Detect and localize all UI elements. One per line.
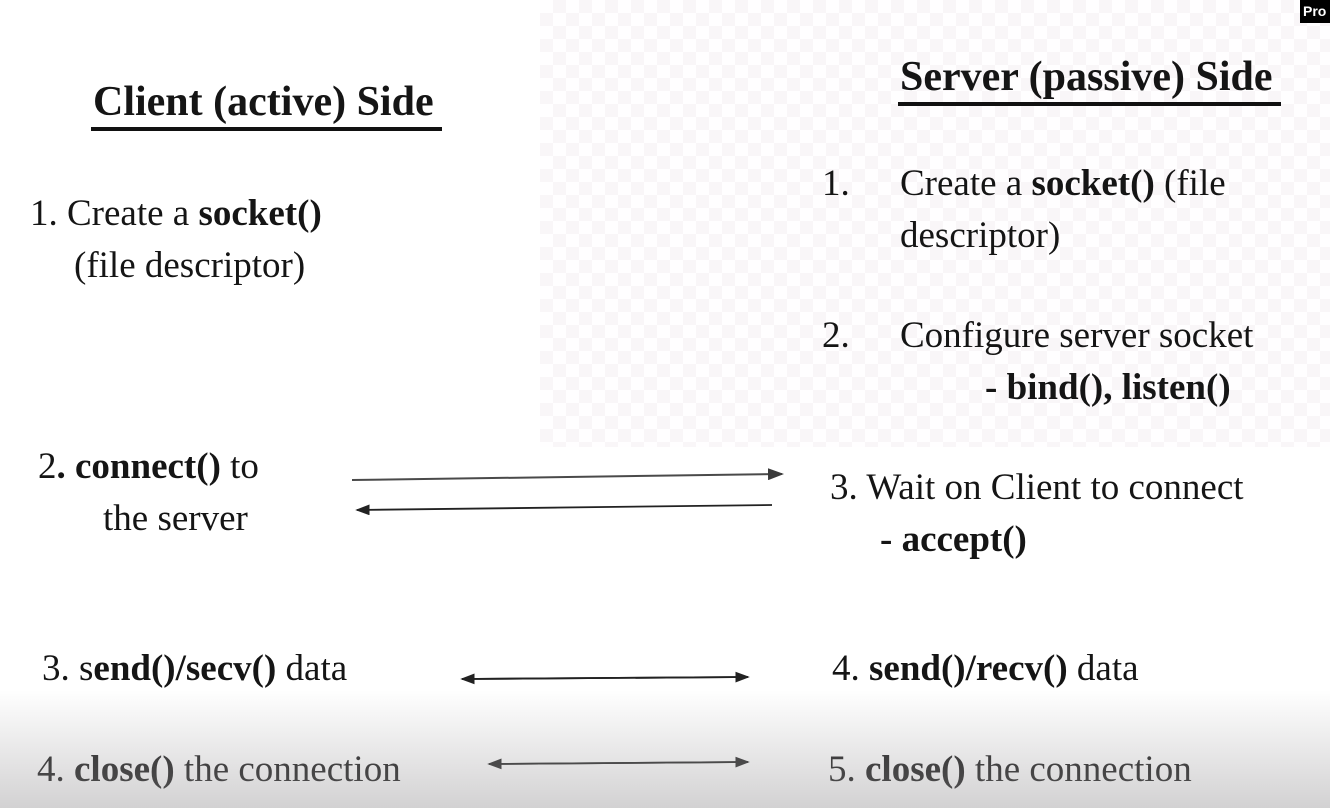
text-run: data — [276, 648, 348, 689]
server-step-2: 2. Configure server socket - bind(), lis… — [822, 310, 1253, 414]
step-line: 4. send()/recv() data — [832, 643, 1139, 695]
text-run: 3. s — [42, 648, 94, 689]
step-line: descriptor) — [900, 215, 1061, 256]
text-run: 4. — [37, 749, 74, 790]
step-line: 3. Wait on Client to connect — [830, 467, 1244, 508]
text-run-bold: end()/secv() — [93, 648, 277, 689]
watermark-badge: Pro — [1300, 0, 1330, 23]
text-run: 2 — [38, 446, 57, 487]
server-step-4: 4. send()/recv() data — [832, 643, 1139, 695]
step-line-bold: - accept() — [880, 519, 1027, 560]
step-text: Create a socket() (file descriptor) — [900, 158, 1226, 262]
step-line: 2. connect() to — [38, 441, 259, 493]
client-heading: Client (active) Side — [91, 78, 442, 131]
step-line: Configure server socket — [900, 315, 1254, 356]
step-line: 4. close() the connection — [37, 744, 401, 796]
text-run-bold: . connect() — [56, 446, 221, 487]
step-line-bold: - bind(), listen() — [985, 367, 1231, 408]
connect-response-arrow-icon — [355, 504, 773, 516]
step-line: (file descriptor) — [74, 245, 306, 286]
background-texture — [540, 0, 1330, 447]
close-double-arrow-icon — [487, 756, 750, 770]
client-step-3: 3. send()/secv() data — [42, 643, 347, 695]
server-step-5: 5. close() the connection — [828, 744, 1192, 796]
text-run: (file — [1154, 163, 1226, 204]
text-run: the connection — [965, 749, 1192, 790]
server-step-1: 1. Create a socket() (file descriptor) — [822, 158, 1226, 262]
text-run: the connection — [174, 749, 401, 790]
text-run-bold: socket() — [1031, 163, 1155, 204]
text-run-bold: socket() — [198, 193, 322, 234]
client-step-4: 4. close() the connection — [37, 744, 401, 796]
text-run: Create a — [900, 163, 1032, 204]
server-heading: Server (passive) Side — [898, 53, 1281, 106]
step-line: 1. Create a socket() — [30, 188, 322, 240]
send-recv-double-arrow-icon — [460, 671, 750, 685]
step-number: 2. — [822, 315, 850, 356]
step-number: 1. — [822, 163, 850, 204]
text-run: to — [220, 446, 259, 487]
step-text: Configure server socket - bind(), listen… — [900, 310, 1253, 414]
step-line: 5. close() the connection — [828, 744, 1192, 796]
step-line: Create a socket() (file — [900, 158, 1226, 210]
step-line: 3. send()/secv() data — [42, 643, 347, 695]
step-line: the server — [103, 498, 248, 539]
text-run: 4. — [832, 648, 869, 689]
client-step-2: 2. connect() to the server — [38, 441, 259, 545]
text-run-bold: close() — [74, 749, 175, 790]
text-run-bold: send()/recv() — [869, 648, 1068, 689]
text-run: data — [1067, 648, 1139, 689]
client-step-1: 1. Create a socket() (file descriptor) — [30, 188, 322, 292]
text-run: 5. — [828, 749, 865, 790]
server-step-3: 3. Wait on Client to connect - accept() — [830, 462, 1244, 566]
connect-request-arrow-icon — [351, 468, 784, 481]
text-run-bold: close() — [865, 749, 966, 790]
text-run: 1. Create a — [30, 193, 199, 234]
